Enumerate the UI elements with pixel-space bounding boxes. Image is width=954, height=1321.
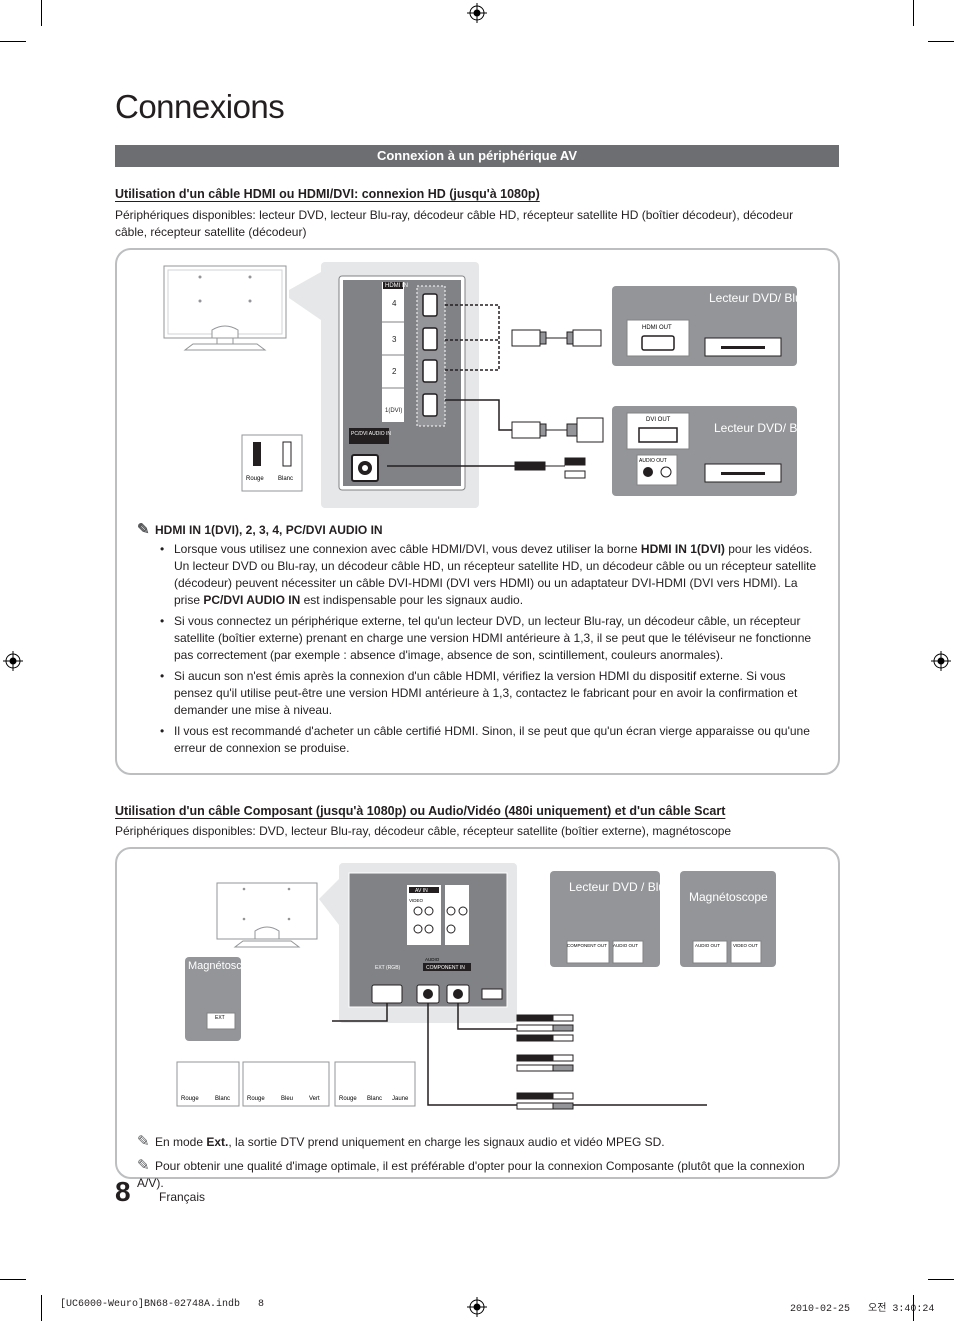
audio-out-label: AUDIO OUT: [613, 943, 638, 948]
ext-rgb-label: EXT (RGB): [375, 965, 401, 971]
hdmi-bullet-4: Il vous est recommandé d'acheter un câbl…: [158, 723, 818, 757]
av-in-label: AV IN: [415, 888, 428, 894]
ext-label: EXT: [215, 1015, 225, 1021]
pc-dvi-audio-in-label: PC/DVI AUDIO IN: [351, 431, 391, 437]
device-vcr-label: Magnétoscope: [689, 890, 768, 904]
component-in-label: COMPONENT IN: [426, 965, 465, 971]
page-number: 8: [115, 1176, 131, 1207]
registration-mark-icon: [467, 1297, 487, 1317]
note-text: En mode: [155, 1135, 207, 1149]
note-bold: Ext.: [206, 1135, 229, 1149]
hdmi-note-title-text: HDMI IN 1(DVI), 2, 3, 4, PC/DVI AUDIO IN: [155, 523, 383, 537]
tv-back-icon: [216, 882, 318, 948]
legend-red: Rouge: [247, 1096, 265, 1102]
pencil-note-icon: ✎: [137, 1133, 150, 1150]
pencil-note-icon: ✎: [137, 521, 150, 538]
component-out-label: COMPONENT OUT: [567, 943, 607, 948]
section-title: Connexion à un périphérique AV: [115, 145, 839, 167]
legend-white: Blanc: [278, 476, 293, 482]
footer-timestamp: 2010-02-25 오전 3:40:24: [790, 1304, 935, 1315]
component-devices: Périphériques disponibles: DVD, lecteur …: [115, 824, 732, 838]
hdmi-in-label: HDMI IN: [385, 283, 408, 289]
port-3-label: 3: [392, 335, 397, 344]
legend-white: Blanc: [215, 1096, 230, 1102]
crop-mark: [913, 1295, 914, 1321]
port-4-label: 4: [392, 299, 397, 308]
hdmi-bullet-1: Lorsque vous utilisez une connexion avec…: [158, 541, 818, 609]
crop-mark: [928, 41, 954, 42]
port-2-label: 2: [392, 367, 397, 376]
crop-mark: [928, 1279, 954, 1280]
legend-red: Rouge: [246, 476, 264, 482]
crop-mark: [41, 0, 42, 26]
crop-mark: [913, 0, 914, 26]
component-heading: Utilisation d'un câble Composant (jusqu'…: [115, 804, 726, 818]
bullet-bold: HDMI IN 1(DVI): [640, 542, 725, 556]
crop-mark: [41, 1295, 42, 1321]
video-out-label: VIDEO OUT: [733, 943, 758, 948]
vcr-audio-out-label: AUDIO OUT: [695, 943, 720, 948]
hdmi-connection-diagram: HDMI IN 4 3 2 1(DVI) PC/DVI AUDIO IN Rou…: [163, 262, 827, 508]
registration-mark-icon: [467, 3, 487, 23]
hdmi-devices: Périphériques disponibles: lecteur DVD, …: [115, 208, 794, 239]
crop-mark: [0, 1279, 26, 1280]
pencil-note-icon: ✎: [137, 1157, 150, 1174]
dvi-cable-icon: [511, 417, 604, 443]
tv-back-icon: [163, 265, 287, 351]
dvd-player-icon: [704, 337, 782, 357]
registration-mark-icon: [931, 651, 951, 671]
bullet-bold: PC/DVI AUDIO IN: [203, 593, 301, 607]
device-1-label: Lecteur DVD/ Blu-ray: [709, 291, 822, 305]
audio-out-label: AUDIO OUT: [639, 458, 667, 464]
device-vcr-dvd-label: Magnétoscope / lecteur DVD: [188, 960, 329, 972]
component-note-2: ✎Pour obtenir une qualité d'image optima…: [137, 1157, 827, 1192]
legend-blue: Bleu: [281, 1096, 293, 1102]
hdmi-bullet-2: Si vous connectez un périphérique extern…: [158, 613, 818, 664]
bullet-text: Lorsque vous utilisez une connexion avec…: [174, 542, 641, 556]
bullet-text: est indispensable pour les signaux audio…: [300, 593, 524, 607]
language-label: Français: [159, 1190, 206, 1204]
crop-mark: [0, 41, 26, 42]
page-title: Connexions: [115, 88, 285, 125]
note-text: Pour obtenir une qualité d'image optimal…: [137, 1159, 805, 1190]
tv-port-panel: [338, 275, 466, 491]
legend-white: Blanc: [367, 1096, 382, 1102]
hdmi-bullets: Lorsque vous utilisez une connexion avec…: [158, 541, 818, 761]
device-2-label: Lecteur DVD/ Blu-ray: [714, 421, 827, 435]
legend-red: Rouge: [339, 1096, 357, 1102]
footer-file: [UC6000-Weuro]BN68-02748A.indb 8: [60, 1299, 265, 1310]
legend-yellow: Jaune: [392, 1096, 409, 1102]
dvi-out-label: DVI OUT: [646, 417, 671, 423]
video-label: VIDEO: [409, 898, 424, 903]
device-dvd-label: Lecteur DVD / Blu-ray: [569, 880, 686, 894]
port-1-label: 1(DVI): [385, 408, 402, 414]
hdmi-note-title: ✎ HDMI IN 1(DVI), 2, 3, 4, PC/DVI AUDIO I…: [137, 520, 383, 538]
legend-red: Rouge: [181, 1096, 199, 1102]
component-connection-diagram: AV IN VIDEO AUDIO COMPONENT IN EXT (RGB)…: [176, 863, 776, 1110]
registration-mark-icon: [3, 651, 23, 671]
hdmi-cable-icon: [511, 329, 602, 347]
dvd-player-icon: [704, 463, 782, 483]
hdmi-bullet-3: Si aucun son n'est émis après la connexi…: [158, 668, 818, 719]
note-text: , la sortie DTV prend uniquement en char…: [228, 1135, 665, 1149]
audio-label: AUDIO: [425, 957, 440, 962]
audio-cable-icon: [514, 457, 586, 479]
legend-green: Vert: [309, 1096, 320, 1102]
component-note-1: ✎ En mode Ext., la sortie DTV prend uniqu…: [137, 1133, 827, 1151]
hdmi-heading: Utilisation d'un câble HDMI ou HDMI/DVI:…: [115, 187, 540, 201]
hdmi-out-label: HDMI OUT: [642, 325, 672, 331]
bullet-text: pour les vidéos. Un lecteur DVD ou Blu-r…: [174, 542, 817, 607]
